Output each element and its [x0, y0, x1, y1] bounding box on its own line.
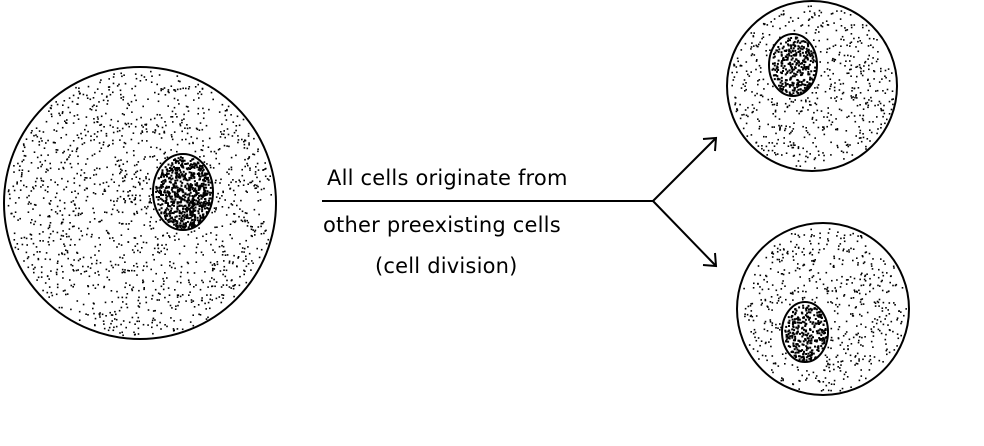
- parent-cell-nucleus-texture: [155, 156, 213, 230]
- daughter-cell-bottom-nucleus-texture: [784, 304, 828, 362]
- daughter-cell-top-nucleus-texture: [771, 36, 817, 96]
- daughter-cell-top: [726, 0, 898, 172]
- daughter-cell-bottom: [736, 222, 910, 396]
- daughter-cell-top-membrane: [726, 0, 898, 172]
- caption-line-3: (cell division): [375, 254, 518, 278]
- parent-cell-cytoplasm-dots: [7, 70, 272, 337]
- arrow-branch-up: [652, 137, 717, 202]
- daughter-cell-top-cytoplasm-dots: [731, 5, 894, 169]
- parent-cell: [3, 66, 277, 340]
- arrowhead-up: [702, 136, 718, 152]
- arrowhead-down: [702, 252, 718, 268]
- arrow-branch-down: [652, 200, 717, 267]
- caption-line-1: All cells originate from: [327, 166, 568, 190]
- parent-cell-membrane: [3, 66, 277, 340]
- caption-line-2: other preexisting cells: [323, 213, 561, 237]
- division-arrow: [322, 136, 718, 268]
- daughter-cell-bottom-cytoplasm-dots: [743, 228, 907, 392]
- daughter-cell-bottom-membrane: [736, 222, 910, 396]
